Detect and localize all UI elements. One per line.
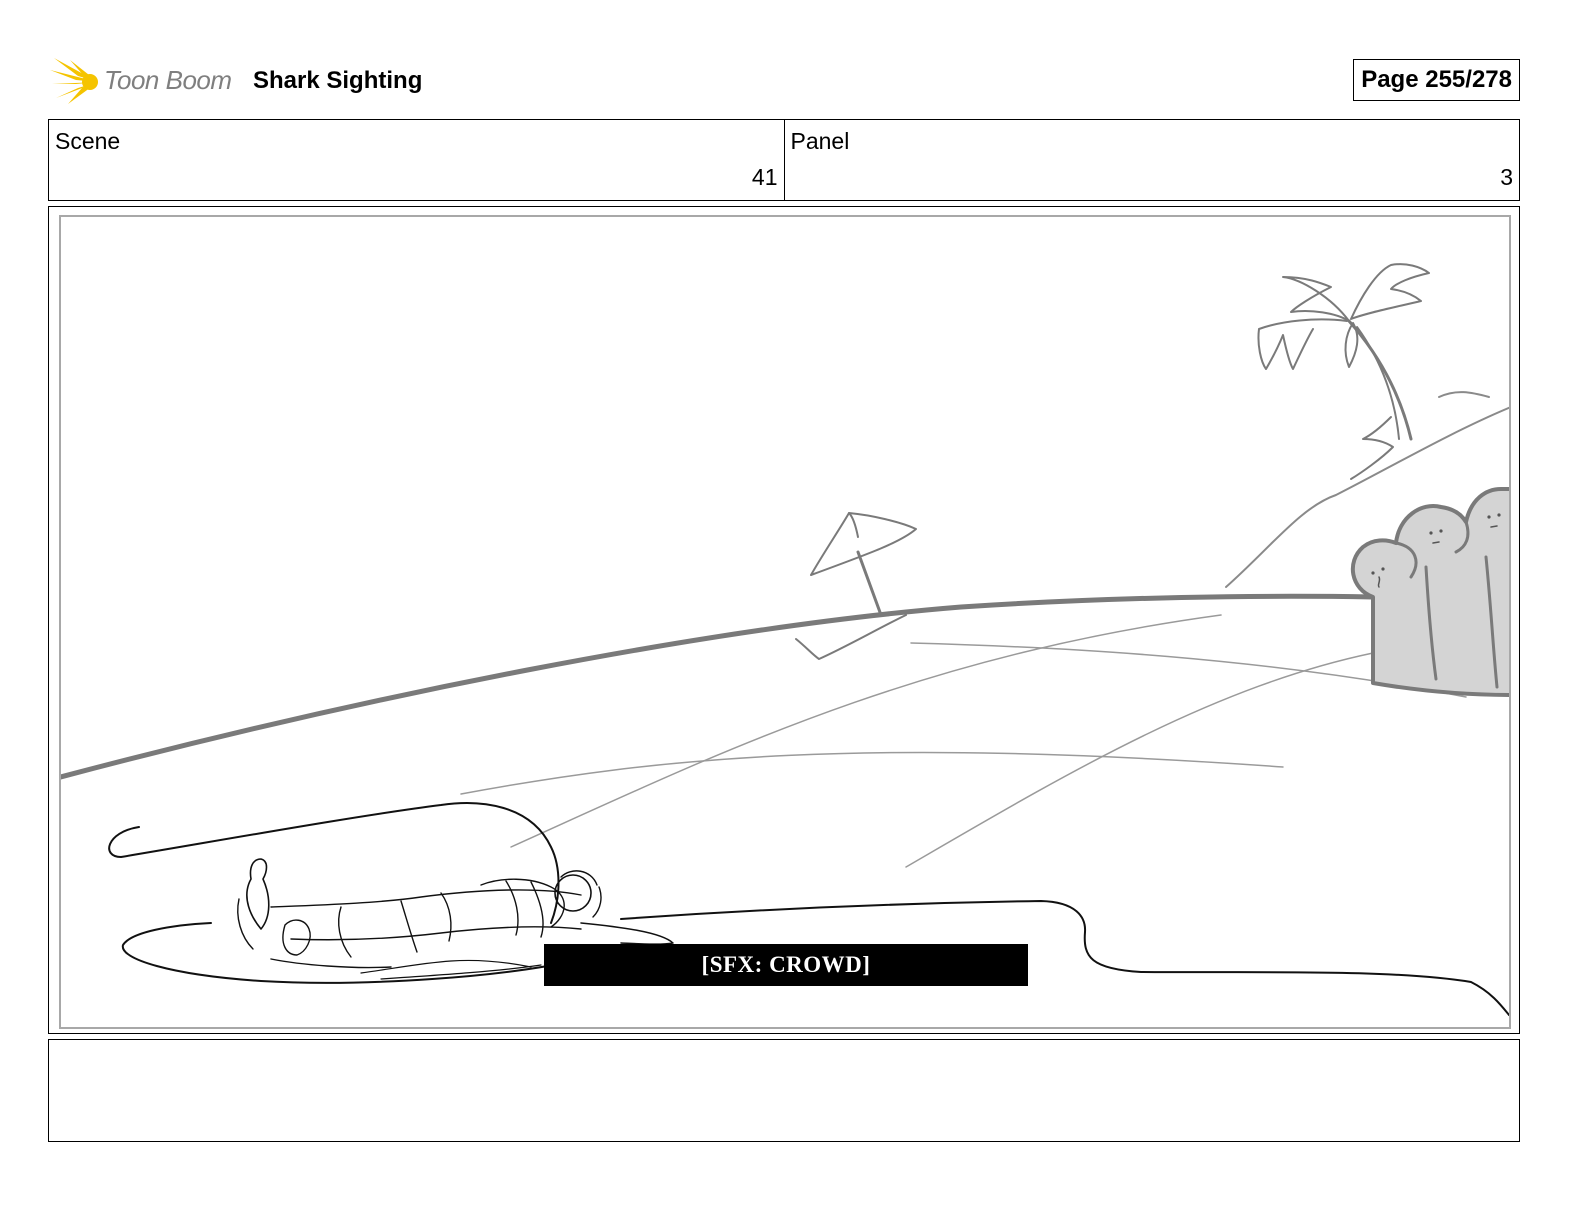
panel-value: 3 bbox=[1500, 164, 1513, 190]
umbrella-canopy bbox=[810, 512, 917, 576]
scene-panel-info: Scene 41 Panel 3 bbox=[48, 119, 1520, 201]
horizon-line bbox=[61, 593, 1376, 780]
starburst-icon bbox=[50, 58, 98, 104]
hill-line bbox=[1225, 406, 1509, 588]
toon-boom-logo: Toon Boom bbox=[48, 52, 248, 108]
storyboard-frame: [SFX: CROWD] bbox=[48, 206, 1520, 1034]
crowd-group bbox=[1350, 487, 1509, 697]
panel-label: Panel bbox=[790, 128, 850, 154]
page-number: Page 255/278 bbox=[1353, 59, 1520, 101]
sunbathing-figure bbox=[237, 858, 602, 980]
panel-cell: Panel 3 bbox=[783, 120, 1520, 200]
logo-text: Toon Boom bbox=[104, 65, 232, 95]
beach-sketch bbox=[61, 263, 1509, 1016]
foreground-shore bbox=[620, 900, 1509, 1016]
sand-line bbox=[510, 614, 1222, 848]
document-title: Shark Sighting bbox=[253, 67, 423, 94]
palm-trunk bbox=[1347, 319, 1413, 441]
storyboard-image: [SFX: CROWD] bbox=[59, 215, 1511, 1029]
panel-notes bbox=[48, 1039, 1520, 1142]
scene-label: Scene bbox=[55, 128, 121, 154]
crowd-fill bbox=[1350, 487, 1509, 697]
palm-frond bbox=[1282, 276, 1350, 322]
scene-cell: Scene 41 bbox=[49, 120, 784, 200]
page-header: Toon Boom Shark Sighting Page 255/278 bbox=[48, 52, 1520, 108]
beach-towel bbox=[121, 922, 582, 984]
sfx-caption: [SFX: CROWD] bbox=[544, 944, 1028, 986]
scene-value: 41 bbox=[751, 164, 778, 190]
